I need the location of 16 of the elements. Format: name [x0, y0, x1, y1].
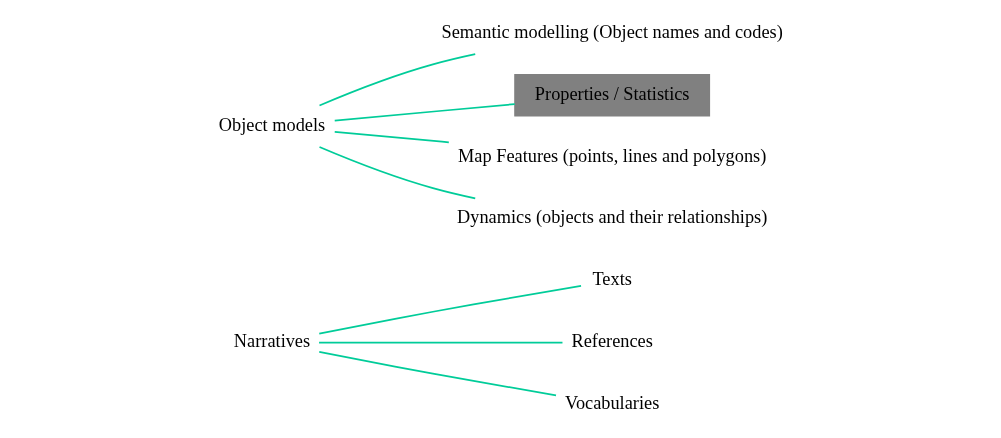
node-text: Texts — [592, 269, 632, 290]
node-text: Object models — [218, 114, 326, 135]
node-text: Vocabularies — [565, 392, 660, 413]
connector — [318, 285, 582, 335]
connector — [318, 351, 557, 397]
node-text: Dynamics (objects and their relationships) — [457, 207, 768, 228]
node-text: Map Features (points, lines and polygons) — [458, 145, 767, 166]
node-text: Narratives — [233, 331, 311, 352]
connector — [318, 146, 477, 200]
connector — [318, 53, 477, 107]
connector — [318, 341, 564, 344]
node-box: Properties / Statistics — [514, 74, 711, 117]
connector — [333, 103, 516, 122]
node-text: Semantic modelling (Object names and codes) — [441, 21, 783, 42]
connector — [333, 131, 450, 144]
node-text: References — [571, 331, 653, 352]
